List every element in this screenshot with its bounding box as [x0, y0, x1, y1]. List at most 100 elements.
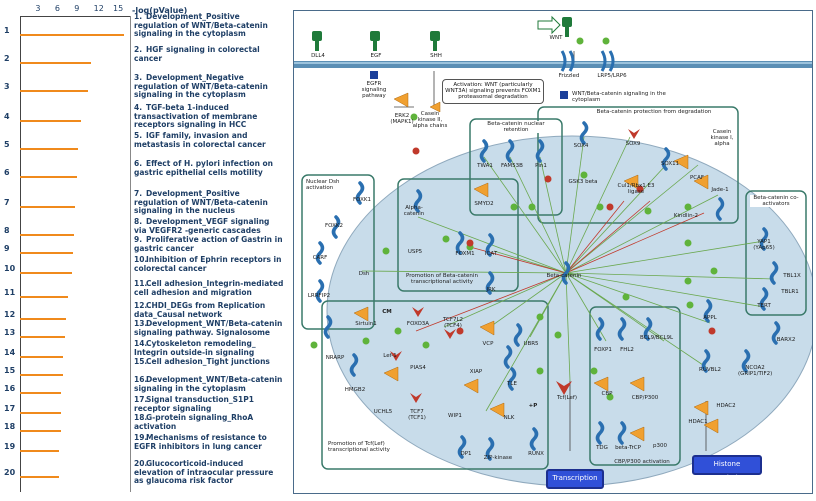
receptor-frizzled-label: Frizzled: [558, 73, 580, 79]
pathway-label[interactable]: 16.Development_WNT/Beta-catenin signalin…: [134, 375, 284, 393]
pathway-rank: 12.: [134, 301, 148, 310]
pathway-name: Development_Positive regulation of WNT/B…: [134, 189, 268, 216]
tle-label: TLE: [507, 381, 517, 387]
pathway-label[interactable]: 4.TGF-beta 1-induced transactivation of …: [134, 103, 284, 130]
pathway-rank: 9.: [134, 235, 143, 244]
ligand-dll4-label: DLL4: [311, 53, 325, 59]
pathway-label[interactable]: 5.IGF family, invasion and metastasis in…: [134, 131, 284, 149]
appl-label: APPL: [703, 315, 717, 321]
row-number: 12: [4, 310, 16, 319]
sirtuin1-label: Sirtuin1: [355, 321, 377, 327]
pathway-name: Inhibition of Ephrin receptors in colore…: [134, 255, 282, 273]
row-number: 16: [4, 384, 16, 393]
jade1-label: Jade-1: [711, 187, 729, 193]
pathway-label[interactable]: 15.Cell adhesion_Tight junctions: [134, 357, 284, 367]
tbl1x-label: TBL1X: [783, 273, 801, 279]
egfr-pathway-square: [370, 71, 378, 79]
x-tick-label: 12: [93, 4, 104, 13]
pathway-name: Signal transduction_S1P1 receptor signal…: [134, 395, 254, 413]
twa1-label: TWA1: [477, 163, 493, 169]
cbp-label: CBP: [601, 391, 613, 397]
row-number: 6: [4, 168, 10, 177]
bar: [20, 272, 72, 274]
pathway-rank: 14.: [134, 339, 148, 348]
yap1-label: YAP1 (YAp65): [753, 239, 775, 251]
edge-markers: [310, 37, 718, 401]
pathway-name: Glucocorticoid-induced elevation of intr…: [134, 459, 274, 486]
pathway-label[interactable]: 3.Development_Negative regulation of WNT…: [134, 73, 284, 100]
pathway-name: HGF signaling in colorectal cancer: [134, 45, 260, 63]
row-number: 4: [4, 112, 10, 121]
group-protection: [537, 106, 739, 224]
pathway-label[interactable]: 17.Signal transduction_S1P1 receptor sig…: [134, 395, 284, 413]
pathway-label[interactable]: 18.G-protein signaling_RhoA activation: [134, 413, 284, 431]
pathway-label[interactable]: 6.Effect of H. pylori infection on gastr…: [134, 159, 284, 177]
pathway-rank: 4.: [134, 103, 143, 112]
coactivators-title: Beta-catenin co-activators: [750, 195, 802, 207]
row-number: 8: [4, 226, 10, 235]
fhl2-label: FHL2: [620, 347, 634, 353]
bar: [20, 148, 79, 150]
foxp1-label: FOXP1: [594, 347, 612, 353]
sox11-label: SOX11: [660, 161, 680, 167]
bar: [20, 62, 92, 64]
pathway-name: Development_Negative regulation of WNT/B…: [134, 73, 268, 100]
kindlin2-label: Kindlin-2: [673, 213, 699, 219]
egfr-pathway-label: EGFR signaling pathway: [361, 81, 387, 99]
cbp-activation-label: CBP/P300 activation: [614, 459, 670, 465]
pathway-label[interactable]: 12.CHDI_DEGs from Replication data_Causa…: [134, 301, 284, 319]
pathway-rank: 2.: [134, 45, 143, 54]
pathway-label[interactable]: 10.Inhibition of Ephrin receptors in col…: [134, 255, 284, 273]
pathway-label[interactable]: 11.Cell adhesion_Integrin-mediated cell …: [134, 279, 284, 297]
alpha-catenin-label: Alpha-catenin: [403, 205, 425, 217]
pathway-name: Effect of H. pylori infection on gastric…: [134, 159, 274, 177]
pathway-label[interactable]: 8.Development_VEGF signaling via VEGFR2 …: [134, 217, 284, 235]
proteins: [315, 121, 781, 461]
ligand-shh-label: SHH: [430, 53, 442, 59]
tdg-label: TDG: [596, 445, 608, 451]
pathway-rank: 19.: [134, 433, 148, 442]
row-number: 1: [4, 26, 10, 35]
pathway-label[interactable]: 7.Development_Positive regulation of WNT…: [134, 189, 284, 216]
x-tick-label: 3: [35, 4, 41, 13]
row-number: 13: [4, 328, 16, 337]
bar: [20, 430, 61, 432]
pathway-label[interactable]: 19.Mechanisms of resistance to EGFR inhi…: [134, 433, 284, 451]
pathway-label[interactable]: 9.Proliferative action of Gastrin in gas…: [134, 235, 284, 253]
bar: [20, 206, 75, 208]
ligand-shh: [430, 31, 440, 51]
pathway-name: Proliferative action of Gastrin in gastr…: [134, 235, 283, 253]
uchl5-label: UCHL5: [373, 409, 393, 415]
ligand-egf: [370, 31, 380, 51]
lrrfip2-label: LRRFIP2: [307, 293, 331, 299]
pathway-name: CHDI_DEGs from Replication data_Causal n…: [134, 301, 266, 319]
kinases: [353, 92, 719, 442]
promotion-bc-label: Promotion of Beta-catenin transcriptiona…: [406, 273, 478, 285]
pathway-label[interactable]: 1.Development_Positive regulation of WNT…: [134, 12, 284, 39]
pin1-label: Pin1: [535, 163, 547, 169]
sox4-label: SOX4: [573, 143, 589, 149]
row-number: 9: [4, 244, 10, 253]
pathway-rank: 13.: [134, 319, 148, 328]
histone-acetylation-button[interactable]: Histone acetylation: [692, 455, 762, 482]
pathway-label[interactable]: 14.Cytoskeleton remodeling_ Integrin out…: [134, 339, 284, 357]
foxo3a-label: FOXO3A: [406, 321, 430, 327]
nrarp-label: NRARP: [325, 355, 345, 361]
icat-label: ICAT: [484, 251, 498, 257]
transcription-button[interactable]: Transcription: [546, 469, 604, 489]
ruvbl2-label: RUVBL2: [699, 367, 721, 373]
bar: [20, 90, 88, 92]
tcf-lef-shape: [556, 381, 572, 395]
ncoa2-label: NCOA2 (GRIP1/TIF2): [738, 365, 773, 377]
pathway-label[interactable]: 13.Development_WNT/Beta-catenin signalin…: [134, 319, 284, 337]
pathway-label[interactable]: 20.Glucocorticoid-induced elevation of i…: [134, 459, 284, 486]
pathway-label[interactable]: 2.HGF signaling in colorectal cancer: [134, 45, 284, 63]
ck1-label: Casein kinase I, alpha: [710, 129, 734, 147]
cbp-p300-label: CBP/P300: [631, 395, 659, 401]
bar: [20, 252, 74, 254]
x-axis: [20, 16, 130, 17]
pathway-rank: 8.: [134, 217, 143, 226]
cul1-label: Cul1/Rbx1 E3 ligase: [617, 183, 655, 195]
row-number: 18: [4, 422, 16, 431]
ck2-label: Casein kinase II, alpha chains: [412, 111, 448, 129]
